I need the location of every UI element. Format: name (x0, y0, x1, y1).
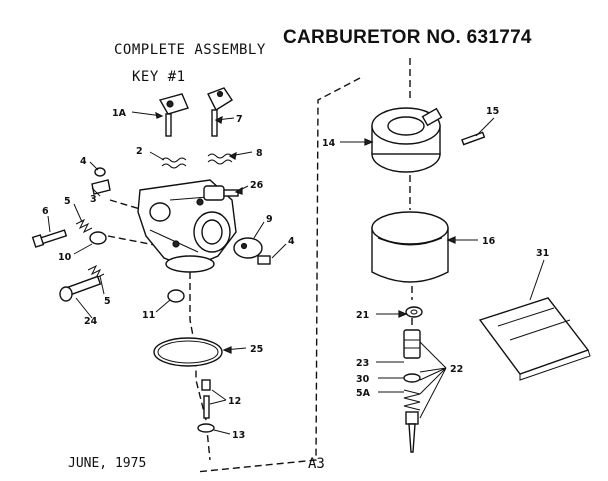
callout-21: 21 (356, 310, 369, 321)
part-5a-spring (403, 389, 421, 411)
diagram-title: CARBURETOR NO. 631774 (283, 27, 532, 48)
part-3-plate (91, 179, 111, 195)
part-13-washer (197, 423, 215, 433)
revision-date: JUNE, 1975 (68, 456, 147, 471)
assembly-guide-lines (107, 58, 413, 473)
part-2-spring (161, 157, 187, 169)
callout-15: 15 (486, 106, 499, 117)
part-24-needle-valve (59, 275, 102, 302)
callout-4-upper: 4 (80, 156, 87, 167)
callout-26: 26 (250, 180, 264, 191)
part-4-screw-lower (257, 255, 271, 265)
callout-5-lower: 5 (104, 296, 111, 307)
part-14-bowl-cover (371, 107, 443, 173)
callout-1a: 1A (112, 108, 127, 119)
carburetor-body (137, 179, 237, 273)
callout-10: 10 (58, 252, 72, 263)
part-25-o-ring (153, 337, 223, 367)
part-31-instruction-booklet (478, 297, 591, 381)
leader-lines (47, 111, 545, 435)
part-7-choke-lever (207, 87, 233, 137)
part-12-valve (201, 379, 211, 419)
callout-13: 13 (232, 430, 245, 441)
part-6-screw (31, 229, 68, 248)
part-8-spring (207, 153, 233, 165)
callout-6: 6 (42, 206, 49, 217)
key-number-label: KEY #1 (132, 69, 186, 85)
callout-31: 31 (536, 248, 549, 259)
callout-4-lower: 4 (288, 236, 295, 247)
callout-11: 11 (142, 310, 155, 321)
part-5-spring-upper (75, 218, 93, 234)
callout-16: 16 (482, 236, 496, 247)
leader-arrowheads (155, 111, 456, 354)
part-10-gasket (89, 231, 107, 245)
callout-5a: 5A (356, 388, 371, 399)
part-26-fuel-fitting (203, 185, 239, 201)
page-number: A3 (308, 456, 325, 472)
part-15-pin (461, 131, 486, 146)
callout-8: 8 (256, 148, 263, 159)
callout-5-upper: 5 (64, 196, 71, 207)
callout-9: 9 (266, 214, 273, 225)
part-23-nozzle (403, 329, 421, 359)
part-5-spring-lower (87, 264, 105, 280)
callout-2: 2 (136, 146, 143, 157)
callout-12: 12 (228, 396, 241, 407)
callout-22: 22 (450, 364, 463, 375)
part-11-plug (167, 289, 185, 303)
callout-labels: 1A 7 2 8 4 3 26 5 6 9 4 10 5 24 11 25 12… (42, 106, 549, 441)
callout-30: 30 (356, 374, 370, 385)
part-21-washer (405, 306, 423, 318)
callout-14: 14 (322, 138, 336, 149)
callout-25: 25 (250, 344, 263, 355)
callout-7: 7 (236, 114, 243, 125)
part-1a-throttle-lever (158, 93, 189, 137)
part-30-washer (403, 373, 421, 383)
part-9-cover (233, 237, 263, 259)
part-22-main-jet (405, 411, 419, 453)
assembly-subtitle: COMPLETE ASSEMBLY (114, 42, 266, 58)
callout-3: 3 (90, 194, 97, 205)
callout-23: 23 (356, 358, 369, 369)
callout-24: 24 (84, 316, 98, 327)
part-16-float-bowl (371, 211, 449, 283)
